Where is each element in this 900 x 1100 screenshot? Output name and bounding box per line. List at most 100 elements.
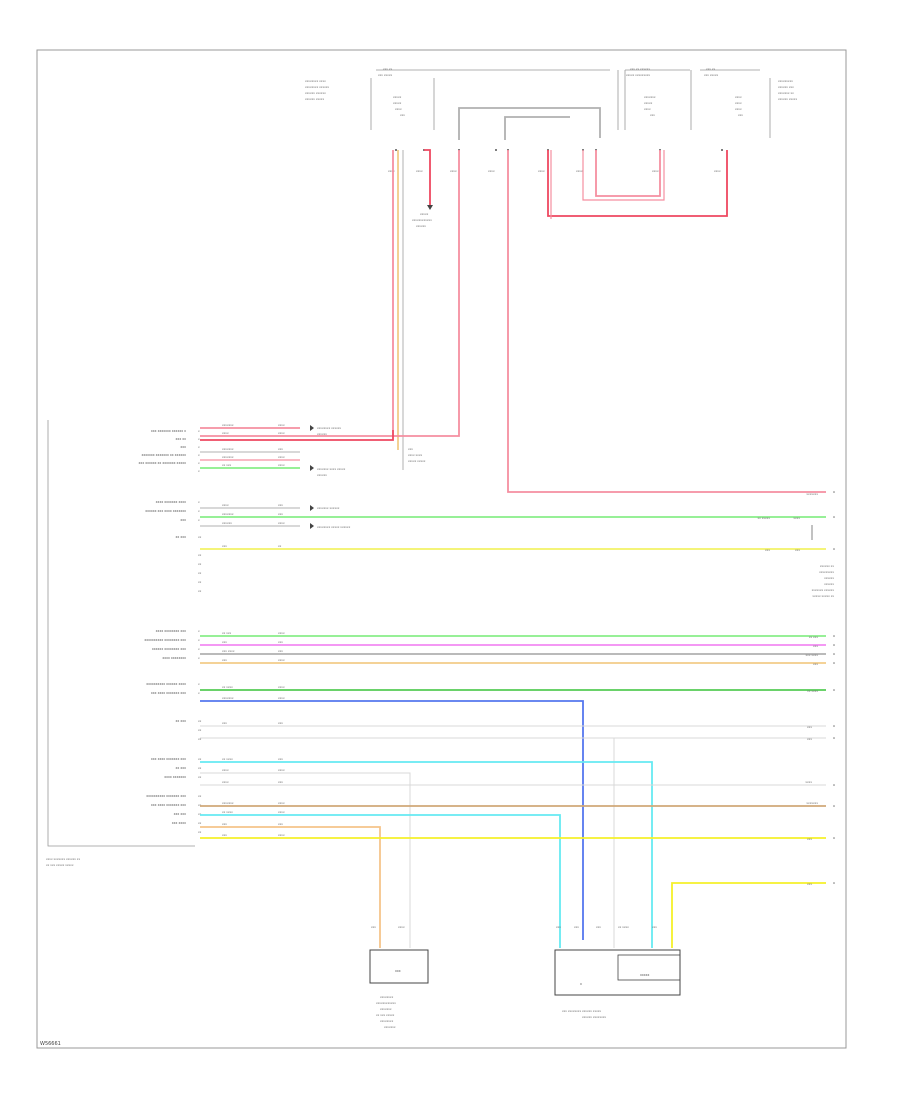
- svg-text:xxxxx xxxxx xx: xxxxx xxxxx xx: [812, 594, 834, 598]
- svg-text:xx xxxx: xx xxxx: [222, 757, 233, 761]
- svg-text:xxxx xxxxxxxx xxx: xxxx xxxxxxxx xxx: [156, 629, 186, 633]
- svg-text:xxx: xxx: [278, 649, 283, 653]
- svg-text:xxxx: xxxx: [278, 810, 285, 814]
- svg-text:xxxxxx xxxxx: xxxxxx xxxxx: [778, 97, 797, 101]
- svg-text:xxxxxx: xxxxxx: [222, 521, 232, 525]
- svg-text:xxxx: xxxx: [450, 169, 457, 173]
- svg-text:xxxxxxx: xxxxxxx: [222, 512, 234, 516]
- svg-text:xxxx: xxxx: [222, 503, 229, 507]
- svg-text:xxxxxxx: xxxxxxx: [222, 801, 234, 805]
- svg-text:xx xxxx: xx xxxx: [222, 685, 233, 689]
- svg-text:xxxx: xxxx: [576, 169, 583, 173]
- svg-text:xxxx: xxxx: [278, 423, 285, 427]
- svg-text:xxx: xxx: [652, 925, 657, 929]
- svg-text:xx: xx: [198, 821, 202, 825]
- svg-text:xxxxxx: xxxxxx: [317, 432, 327, 436]
- svg-text:xxxxxxxx xxxxxx: xxxxxxxx xxxxxx: [305, 85, 329, 89]
- svg-text:xx xxx: xx xxx: [809, 635, 819, 639]
- svg-text:xxxxxx: xxxxxx: [317, 473, 327, 477]
- svg-text:x: x: [198, 656, 200, 660]
- svg-text:xxxx: xxxx: [278, 768, 285, 772]
- svg-text:xxx: xxx: [278, 447, 283, 451]
- top-fuse-labels: xxxx xxxx xxxx xxxxxxxx xxxxxx xxxxxx xxx…: [305, 67, 797, 117]
- svg-text:xxxx: xxxx: [278, 463, 285, 467]
- svg-text:xxxx xxxxxxx: xxxx xxxxxxx: [164, 775, 186, 779]
- svg-text:xxx: xxx: [813, 644, 818, 648]
- svg-text:xxx: xxx: [371, 925, 376, 929]
- svg-text:xxxxx: xxxxx: [420, 212, 429, 216]
- svg-text:xx: xx: [198, 728, 202, 732]
- svg-text:xxxxxxxxxx xxxxxxx xxx: xxxxxxxxxx xxxxxxx xxx: [146, 794, 186, 798]
- svg-text:xxxx: xxxx: [278, 521, 285, 525]
- svg-text:xxxxxxxx: xxxxxxxx: [380, 995, 394, 999]
- svg-text:xx xxx: xx xxx: [222, 631, 232, 635]
- svg-text:xxx: xxx: [596, 925, 601, 929]
- svg-text:xxx xxxxxxx xxxxxx x: xxx xxxxxxx xxxxxx x: [151, 429, 186, 433]
- svg-text:xxxxxxx: xxxxxxx: [222, 696, 234, 700]
- svg-text:xx xxxx: xx xxxx: [618, 925, 629, 929]
- down-arrow: [427, 205, 433, 210]
- svg-text:xxxx: xxxx: [735, 95, 742, 99]
- svg-text:xxxx xxxx: xxxx xxxx: [408, 453, 422, 457]
- svg-text:xxx: xxx: [222, 658, 227, 662]
- svg-text:xxx xx: xxx xx: [706, 67, 716, 71]
- svg-text:xxx: xxx: [180, 445, 186, 449]
- svg-text:xxx: xxx: [278, 780, 283, 784]
- svg-text:xx: xx: [198, 719, 202, 723]
- svg-text:xxx: xxx: [807, 882, 812, 886]
- svg-text:xxx xxxx xxxxxxx xxx: xxx xxxx xxxxxxx xxx: [151, 803, 186, 807]
- svg-text:xxxx: xxxx: [735, 101, 742, 105]
- svg-text:xx: xx: [278, 544, 282, 548]
- svg-text:xxxx: xxxx: [278, 455, 285, 459]
- svg-text:xxxxxxxx xxxxx xxxxxx: xxxxxxxx xxxxx xxxxxx: [317, 525, 351, 529]
- svg-text:xxx: xxx: [180, 518, 186, 522]
- svg-text:x: x: [198, 518, 200, 522]
- top-fuse-area: [370, 69, 771, 138]
- svg-text:xxx xxxx: xxx xxxx: [172, 821, 186, 825]
- svg-text:xx xxx: xx xxx: [176, 535, 187, 539]
- svg-text:xx: xx: [198, 812, 202, 816]
- svg-text:xxxxxx: xxxxxx: [824, 576, 834, 580]
- svg-text:xxxx xxxxxxx xxxx: xxxx xxxxxxx xxxx: [156, 500, 186, 504]
- svg-text:xxxx: xxxx: [222, 780, 229, 784]
- svg-text:x: x: [198, 682, 200, 686]
- right-wire-ends: [833, 491, 835, 884]
- svg-text:xxx xxxxx: xxx xxxxx: [378, 73, 392, 77]
- svg-text:xxx: xxx: [574, 925, 579, 929]
- svg-text:xxxxxxx: xxxxxxx: [806, 492, 818, 496]
- svg-text:xxxxxx xxxxxxxx: xxxxxx xxxxxxxx: [582, 1015, 606, 1019]
- svg-text:xxxxxxx xxxxxx: xxxxxxx xxxxxx: [812, 588, 835, 592]
- svg-text:xxx xxxx: xxx xxxx: [806, 653, 819, 657]
- svg-text:xxxx xxxxxxx xxxxxx xx: xxxx xxxxxxx xxxxxx xx: [46, 857, 80, 861]
- svg-text:xxxx: xxxx: [538, 169, 545, 173]
- top-wiring: [200, 107, 826, 493]
- svg-text:xxxxxxx: xxxxxxx: [384, 1025, 396, 1029]
- svg-text:xx: xx: [198, 589, 202, 593]
- svg-text:xxx: xxx: [222, 822, 227, 826]
- svg-text:xx: xx: [198, 571, 202, 575]
- svg-text:x: x: [198, 509, 200, 513]
- svg-text:xx xxx xxxxx: xx xxx xxxxx: [376, 1013, 395, 1017]
- svg-text:xxxxxxx: xxxxxxx: [806, 801, 818, 805]
- svg-text:xxxx: xxxx: [222, 768, 229, 772]
- svg-text:xxxx: xxxx: [278, 658, 285, 662]
- svg-text:xx: xx: [198, 830, 202, 834]
- svg-text:xxxx: xxxx: [278, 833, 285, 837]
- svg-text:xxx: xxx: [807, 725, 812, 729]
- svg-text:xx xxx xxxxx xxxxx: xx xxx xxxxx xxxxx: [46, 863, 74, 867]
- svg-text:x: x: [198, 691, 200, 695]
- svg-text:xxxx: xxxx: [735, 107, 742, 111]
- svg-text:xx: xx: [198, 794, 202, 798]
- svg-text:xxx: xxx: [278, 503, 283, 507]
- svg-text:x: x: [198, 647, 200, 651]
- svg-text:xxxxxx xxx xxxx xxxxxxx: xxxxxx xxx xxxx xxxxxxx: [145, 509, 186, 513]
- svg-text:x: x: [198, 629, 200, 633]
- svg-text:x: x: [198, 429, 200, 433]
- svg-text:xxxx: xxxx: [416, 169, 423, 173]
- svg-text:xxx xx: xxx xx: [383, 67, 393, 71]
- svg-text:xx: xx: [198, 757, 202, 761]
- svg-text:xxxx: xxxx: [388, 169, 395, 173]
- svg-text:xxxxx: xxxxx: [644, 101, 653, 105]
- svg-text:xxx xx: xxx xx: [176, 437, 187, 441]
